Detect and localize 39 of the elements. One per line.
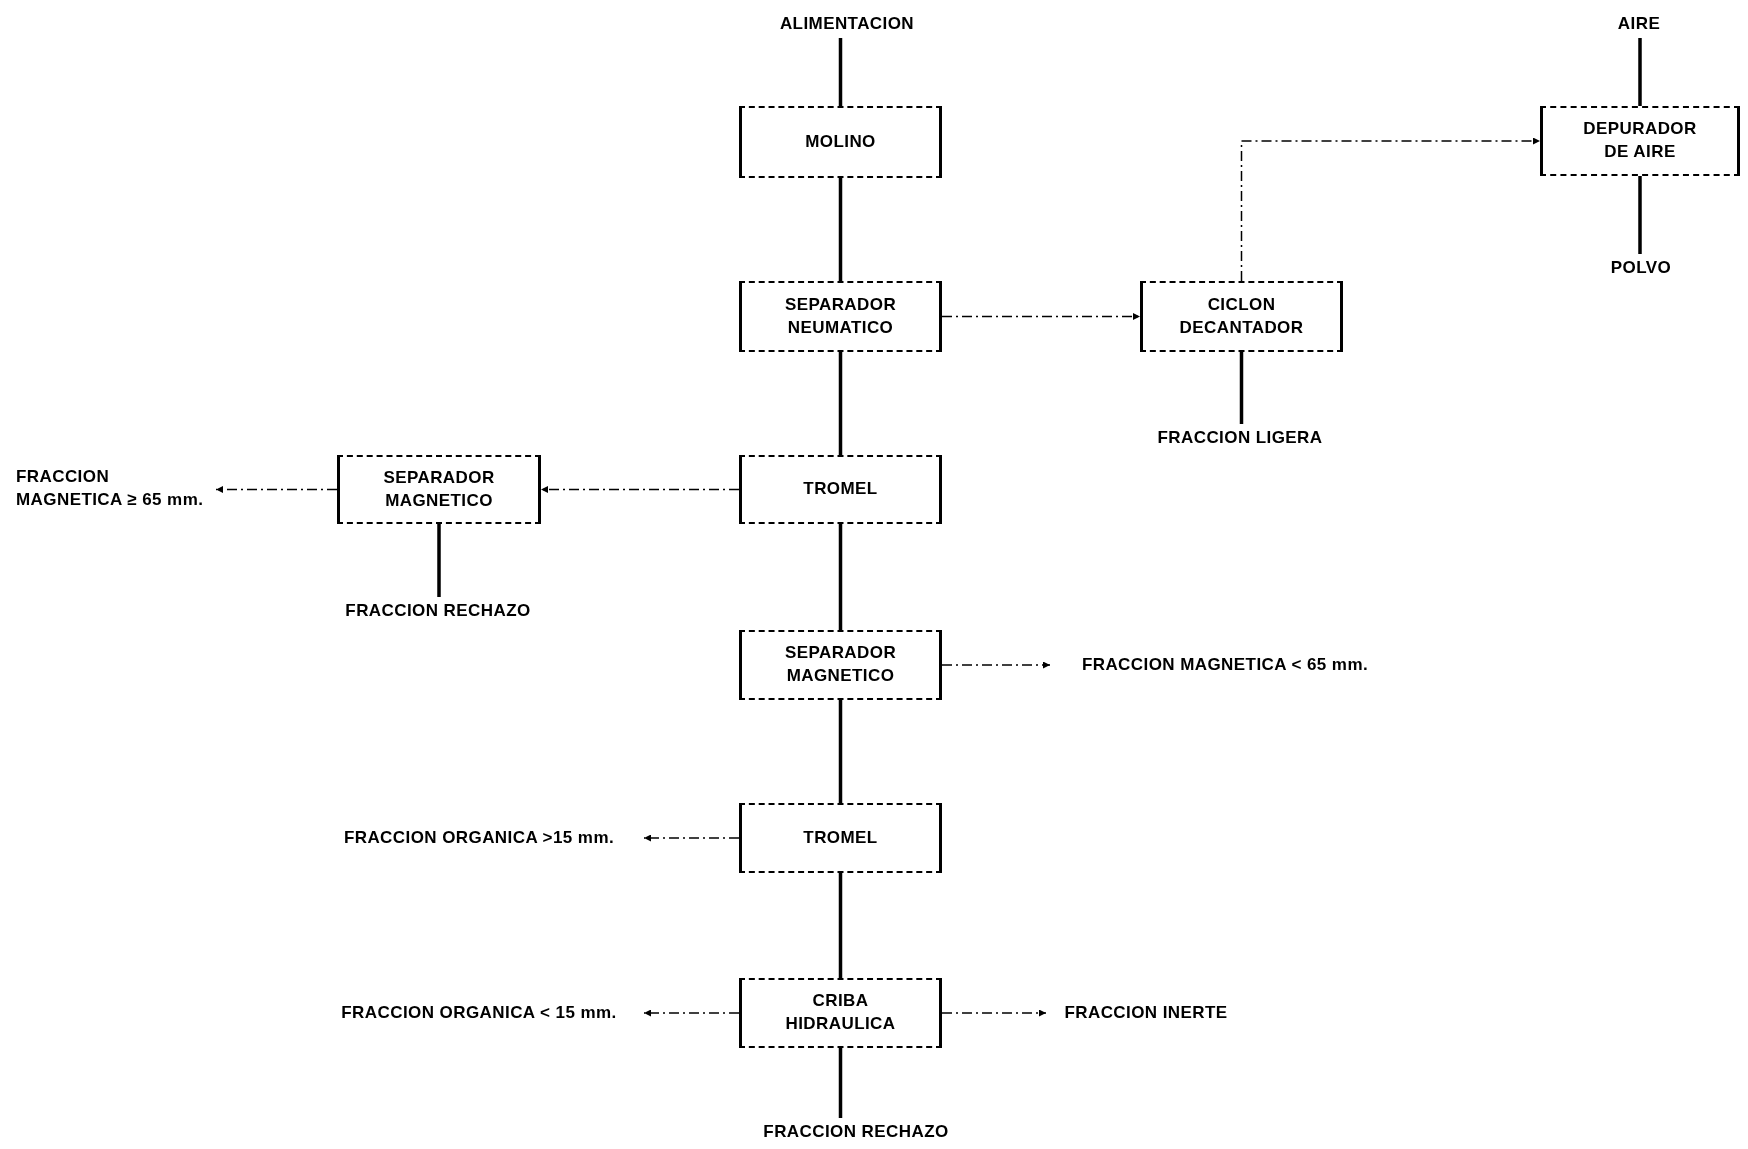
process-box: CRIBA HIDRAULICA xyxy=(739,978,942,1048)
stream-label: FRACCION RECHAZO xyxy=(338,597,538,625)
flow-line xyxy=(838,700,843,803)
stream-label: FRACCION MAGNETICA < 65 mm. xyxy=(1050,651,1400,679)
flow-line xyxy=(838,1048,843,1118)
process-box: DEPURADOR DE AIRE xyxy=(1540,106,1740,176)
stream-label: ALIMENTACION xyxy=(767,10,927,38)
process-box: CICLON DECANTADOR xyxy=(1140,281,1343,352)
stream-label: POLVO xyxy=(1606,254,1676,282)
process-box: TROMEL xyxy=(739,455,942,524)
stream-label: FRACCION INERTE xyxy=(1046,999,1246,1027)
flow-line xyxy=(838,352,843,455)
flow-line xyxy=(838,178,843,281)
flow-line xyxy=(1239,352,1244,424)
flow-line xyxy=(838,873,843,978)
stream-label: AIRE xyxy=(1609,10,1669,38)
stream-label: FRACCION ORGANICA < 15 mm. xyxy=(314,999,644,1027)
flow-line xyxy=(838,38,843,106)
process-box: SEPARADOR MAGNETICO xyxy=(337,455,541,524)
flow-line xyxy=(437,524,441,597)
process-box: MOLINO xyxy=(739,106,942,178)
stream-label: FRACCION ORGANICA >15 mm. xyxy=(314,824,644,852)
process-box: SEPARADOR NEUMATICO xyxy=(739,281,942,352)
process-box: TROMEL xyxy=(739,803,942,873)
flow-line xyxy=(1638,176,1642,254)
dashed-arrow xyxy=(643,834,740,842)
process-box: SEPARADOR MAGNETICO xyxy=(739,630,942,700)
dashed-arrow xyxy=(941,313,1141,320)
dashed-arrow xyxy=(643,1009,740,1017)
flow-line xyxy=(838,524,843,630)
dashed-arrow xyxy=(941,1009,1047,1017)
flow-line xyxy=(1638,38,1642,106)
stream-label: FRACCION MAGNETICA ≥ 65 mm. xyxy=(16,462,216,516)
stream-label: FRACCION RECHAZO xyxy=(756,1118,956,1146)
dashed-arrow xyxy=(540,486,740,493)
dashed-arrow xyxy=(941,661,1051,669)
stream-label: FRACCION LIGERA xyxy=(1140,424,1340,452)
dashed-arrow xyxy=(215,486,338,493)
dashed-arrow xyxy=(1240,137,1541,282)
